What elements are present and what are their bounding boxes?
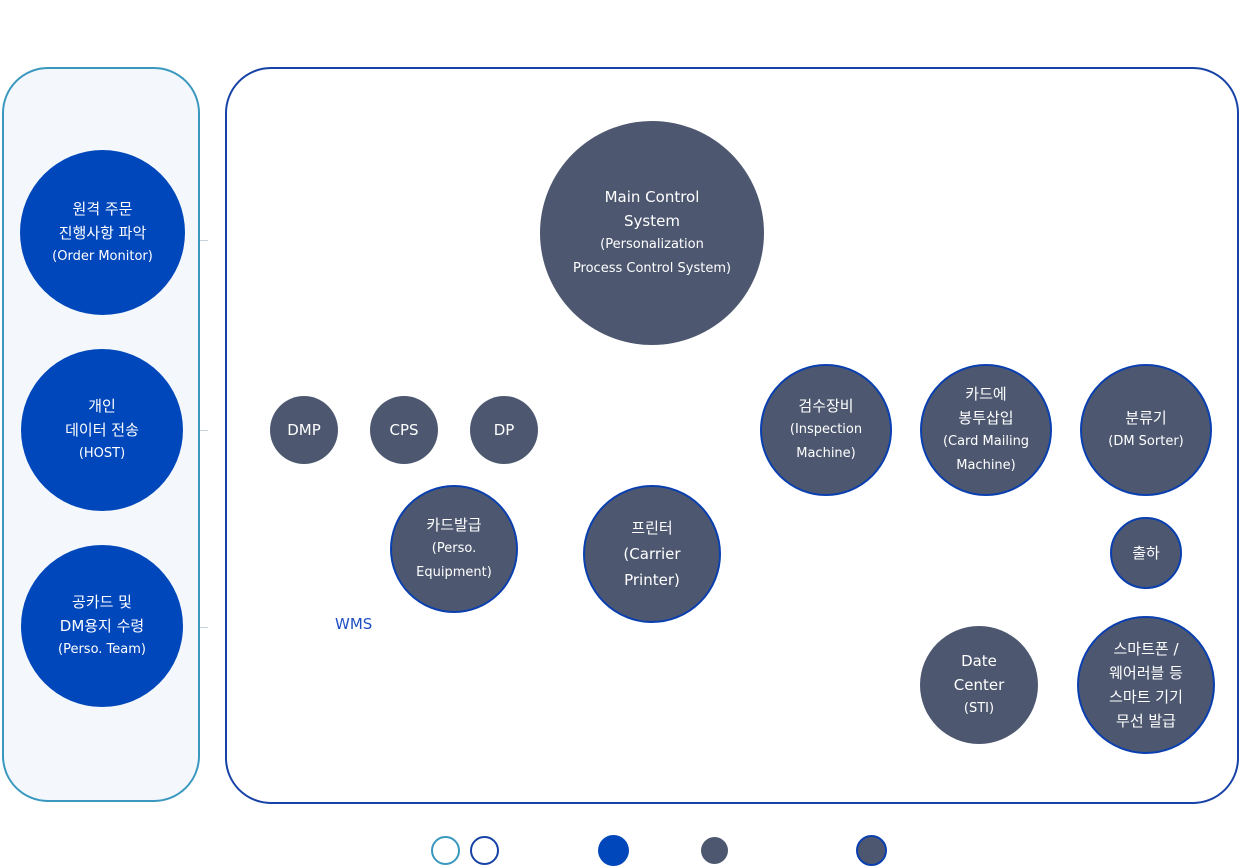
node-line: DM용지 수령 (59, 617, 145, 635)
data-center-node: Date Center (STI) (920, 626, 1038, 744)
node-line: 검수장비 (798, 397, 854, 415)
node-line: 스마트폰 / (1113, 640, 1179, 658)
node-line: Equipment) (416, 565, 492, 580)
card-mailing-machine-node: 카드에 봉투삽입 (Card Mailing Machine) (920, 364, 1052, 496)
dp-node: DP (470, 396, 538, 464)
legend-slate-circle (701, 837, 728, 864)
connector-tick (200, 627, 208, 628)
node-line: (Perso. (431, 541, 477, 556)
legend-slate-ring-circle (856, 835, 887, 866)
node-line: 데이터 전송 (65, 421, 139, 439)
node-line: (Perso. Team) (58, 642, 146, 657)
node-line: 개인 (88, 397, 116, 415)
perso-team-node: 공카드 및 DM용지 수령 (Perso. Team) (21, 545, 183, 707)
dm-sorter-node: 분류기 (DM Sorter) (1080, 364, 1212, 496)
inspection-machine-node: 검수장비 (Inspection Machine) (760, 364, 892, 496)
perso-equipment-node: 카드발급 (Perso. Equipment) (390, 485, 518, 613)
node-line: 웨어러블 등 (1109, 664, 1183, 682)
node-line: Center (953, 676, 1005, 694)
cps-node: CPS (370, 396, 438, 464)
order-monitor-node: 원격 주문 진행사항 파악 (Order Monitor) (20, 150, 185, 315)
node-line: (DM Sorter) (1108, 434, 1184, 449)
node-line: Machine) (956, 458, 1016, 473)
wms-label: WMS (335, 615, 373, 633)
node-line: (STI) (963, 701, 995, 716)
node-line: 프린터 (631, 519, 673, 537)
node-line: Date (961, 652, 997, 670)
node-line: Printer) (624, 571, 680, 589)
dmp-node: DMP (270, 396, 338, 464)
node-line: 원격 주문 (72, 199, 133, 218)
node-line: 카드에 (965, 385, 1007, 403)
node-line: DP (493, 421, 515, 439)
node-line: 출하 (1132, 544, 1160, 562)
node-line: (Order Monitor) (52, 248, 153, 264)
legend-outline-teal-circle (431, 836, 460, 865)
shipping-node: 출하 (1110, 517, 1182, 589)
node-line: (HOST) (78, 446, 126, 461)
node-line: (Card Mailing (942, 434, 1030, 449)
carrier-printer-node: 프린터 (Carrier Printer) (583, 485, 721, 623)
node-line: 공카드 및 (72, 593, 132, 611)
node-line: 무선 발급 (1116, 712, 1176, 730)
legend-blue-circle (598, 835, 629, 866)
node-line: Machine) (796, 446, 856, 461)
node-line: System (624, 212, 680, 230)
connector-tick (200, 240, 208, 241)
node-line: Process Control System) (572, 261, 732, 276)
node-line: 봉투삽입 (958, 409, 1014, 427)
node-line: Main Control (604, 188, 700, 206)
node-line: 카드발급 (426, 516, 482, 534)
node-line: (Carrier (623, 545, 681, 563)
node-line: (Inspection (789, 422, 863, 437)
node-line: DMP (287, 421, 321, 439)
smart-device-node: 스마트폰 / 웨어러블 등 스마트 기기 무선 발급 (1077, 616, 1215, 754)
node-line: CPS (389, 421, 419, 439)
node-line: (Personalization (600, 237, 704, 252)
node-line: 진행사항 파악 (58, 223, 147, 242)
node-line: 스마트 기기 (1109, 688, 1183, 706)
main-control-system-node: Main Control System (Personalization Pro… (540, 121, 764, 345)
host-node: 개인 데이터 전송 (HOST) (21, 349, 183, 511)
node-line: 분류기 (1125, 409, 1167, 427)
connector-tick (200, 430, 208, 431)
legend-outline-blue-circle (470, 836, 499, 865)
